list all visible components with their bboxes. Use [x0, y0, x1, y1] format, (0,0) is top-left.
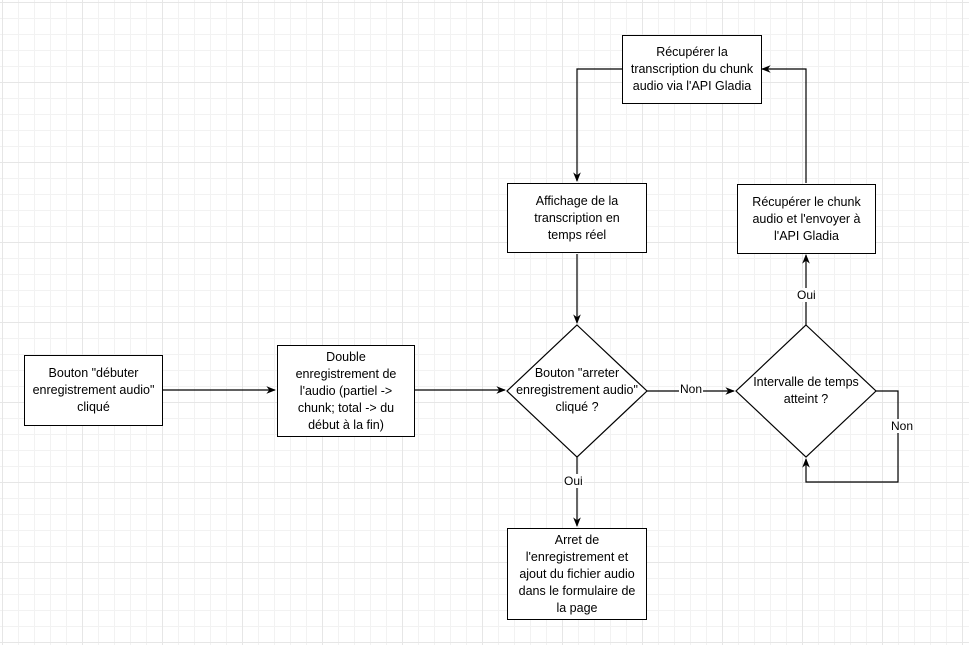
double-recording-node: Double enregistrement de l'audio (partie…	[277, 345, 415, 437]
edge-label-interval-no: Non	[890, 419, 915, 433]
display-transcription-node: Affichage de la transcription en temps r…	[507, 183, 647, 253]
start-button-node: Bouton "débuter enregistrement audio" cl…	[24, 355, 163, 426]
start-button-node-text: Bouton "débuter enregistrement audio" cl…	[32, 366, 155, 414]
edge-gettranscription-to-display	[573, 68, 623, 182]
end-recording-node: Arret de l'enregistrement et ajout du fi…	[507, 528, 647, 620]
edge-interval-self-loop	[802, 390, 899, 483]
edge-getchunk-to-gettranscription	[761, 65, 807, 183]
interval-decision-diamond	[735, 324, 877, 458]
double-recording-node-text: Double enregistrement de l'audio (partie…	[295, 349, 397, 432]
get-chunk-node-text: Récupérer le chunk audio et l'envoyer à …	[752, 194, 861, 243]
end-recording-node-text: Arret de l'enregistrement et ajout du fi…	[518, 532, 636, 615]
edge-label-stop-yes: Oui	[563, 474, 584, 488]
display-transcription-node-text: Affichage de la transcription en temps r…	[534, 193, 620, 242]
interval-decision-text: Intervalle de temps atteint ?	[726, 370, 886, 412]
stop-decision-text: Bouton "arreter enregistrement audio" cl…	[497, 360, 657, 420]
get-transcription-node-text: Récupérer la transcription du chunk audi…	[630, 45, 754, 93]
edge-label-interval-yes: Oui	[796, 288, 817, 302]
get-transcription-node: Récupérer la transcription du chunk audi…	[622, 35, 762, 104]
stop-decision-label: Bouton "arreter enregistrement audio" cl…	[516, 365, 638, 414]
interval-decision-label: Intervalle de temps atteint ?	[753, 375, 859, 406]
get-chunk-node: Récupérer le chunk audio et l'envoyer à …	[737, 184, 876, 254]
edge-label-stop-no: Non	[679, 382, 704, 396]
